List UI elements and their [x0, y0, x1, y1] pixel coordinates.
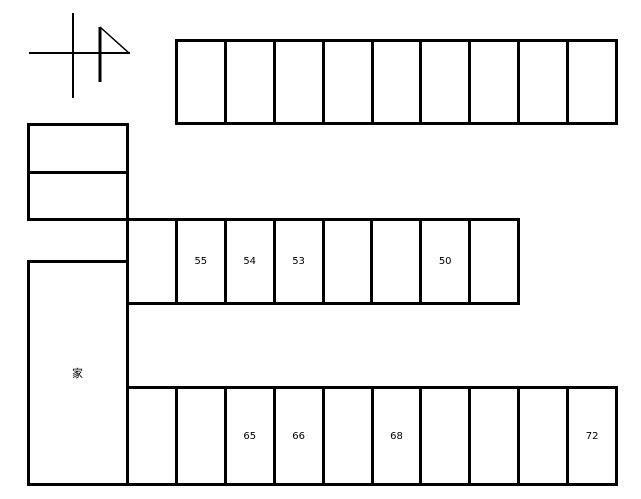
divider-line: [126, 219, 129, 485]
parking-space: [471, 221, 520, 302]
parking-space: [471, 389, 521, 483]
middle-parking-row: 55 54 53 50: [126, 218, 520, 305]
parking-space: [129, 221, 178, 302]
parking-space: [129, 389, 178, 483]
parking-space: [325, 42, 374, 122]
parking-space: [471, 42, 521, 122]
parking-space: [227, 42, 276, 122]
parking-space: 54: [227, 221, 276, 302]
parking-space: [422, 42, 472, 122]
parking-space: [374, 42, 423, 122]
house: [27, 260, 129, 486]
parking-space: 68: [374, 389, 423, 483]
parking-space: [569, 42, 619, 122]
parking-space: [520, 42, 570, 122]
parking-space: 55: [178, 221, 227, 302]
parking-space: 50: [422, 221, 472, 302]
parking-space: [325, 389, 374, 483]
parking-space: 53: [276, 221, 325, 302]
parking-space: [373, 221, 423, 302]
house-label: 家: [72, 367, 83, 380]
left-box-upper: [27, 123, 129, 174]
parking-space: 65: [227, 389, 276, 483]
parking-space: [276, 42, 325, 122]
top-parking-row: [175, 39, 619, 125]
parking-space: [178, 389, 227, 483]
left-box-lower: [27, 171, 129, 221]
parking-space: [520, 389, 570, 483]
parking-space: [422, 389, 472, 483]
bottom-parking-row: 65 66 68 72: [126, 386, 619, 486]
north-arrow-icon: [29, 13, 130, 98]
parking-space: 72: [569, 389, 619, 483]
parking-space: [178, 42, 227, 122]
parking-space: [325, 221, 374, 302]
parking-space: 66: [276, 389, 325, 483]
